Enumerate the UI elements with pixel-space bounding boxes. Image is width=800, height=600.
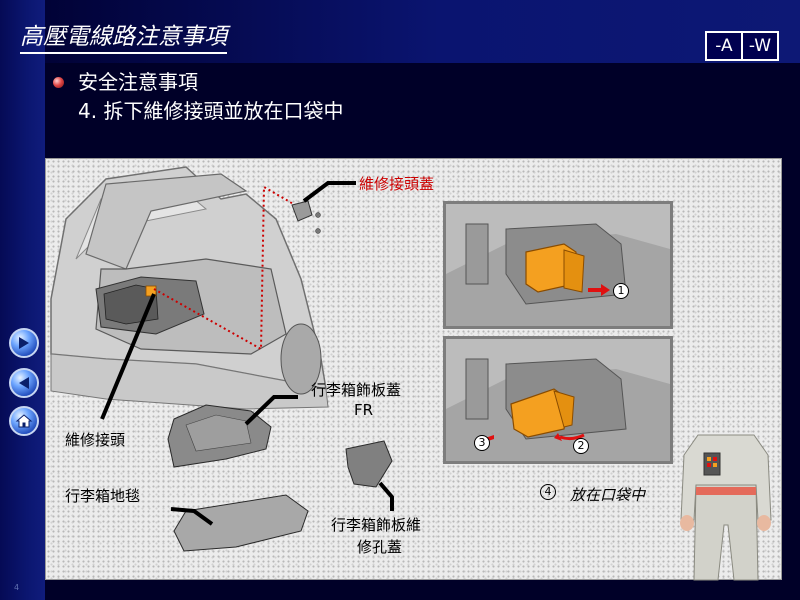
arrow-right-icon bbox=[19, 337, 29, 349]
label-trim-service-hole-cover-2: 修孔蓋 bbox=[357, 538, 403, 556]
car-trunk-illustration bbox=[50, 166, 394, 552]
left-sidebar bbox=[0, 0, 45, 600]
section-heading: 安全注意事項 bbox=[78, 70, 198, 94]
previous-button[interactable] bbox=[9, 368, 39, 398]
home-button[interactable] bbox=[9, 406, 39, 436]
step-3-number: 3 bbox=[474, 435, 490, 451]
version-badge: -A -W bbox=[705, 31, 779, 61]
technician-figure bbox=[680, 434, 772, 581]
inset-step-2-3: 2 3 bbox=[443, 336, 673, 464]
label-plug-cover: 維修接頭蓋 bbox=[359, 175, 435, 193]
inset-1-drawing bbox=[446, 204, 670, 326]
next-button[interactable] bbox=[9, 328, 39, 358]
inset-2-drawing bbox=[446, 339, 670, 461]
inset-step-1: 1 bbox=[443, 201, 673, 329]
label-trim-service-hole-cover: 行李箱飾板維 bbox=[331, 516, 422, 534]
step-1-number: 1 bbox=[613, 283, 629, 299]
badge-a[interactable]: -A bbox=[715, 36, 733, 56]
bullet-icon bbox=[53, 77, 64, 88]
label-service-plug: 維修接頭 bbox=[65, 431, 126, 449]
label-trunk-trim-cover-fr: 行李箱飾板蓋 bbox=[311, 381, 402, 399]
badge-w[interactable]: -W bbox=[741, 33, 777, 59]
page-marker: 4 bbox=[14, 583, 20, 592]
slide-title: 高壓電線路注意事項 bbox=[20, 26, 227, 54]
label-trunk-trim-cover-fr-suffix: FR bbox=[354, 401, 374, 419]
arrow-left-icon bbox=[19, 377, 29, 389]
home-icon bbox=[15, 414, 33, 428]
step-4-number: 4 bbox=[540, 484, 556, 500]
step-2-number: 2 bbox=[573, 438, 589, 454]
step-heading: 4. 拆下維修接頭並放在口袋中 bbox=[78, 99, 344, 123]
label-put-in-pocket: 放在口袋中 bbox=[570, 486, 646, 504]
label-trunk-floor-mat: 行李箱地毯 bbox=[65, 487, 141, 505]
